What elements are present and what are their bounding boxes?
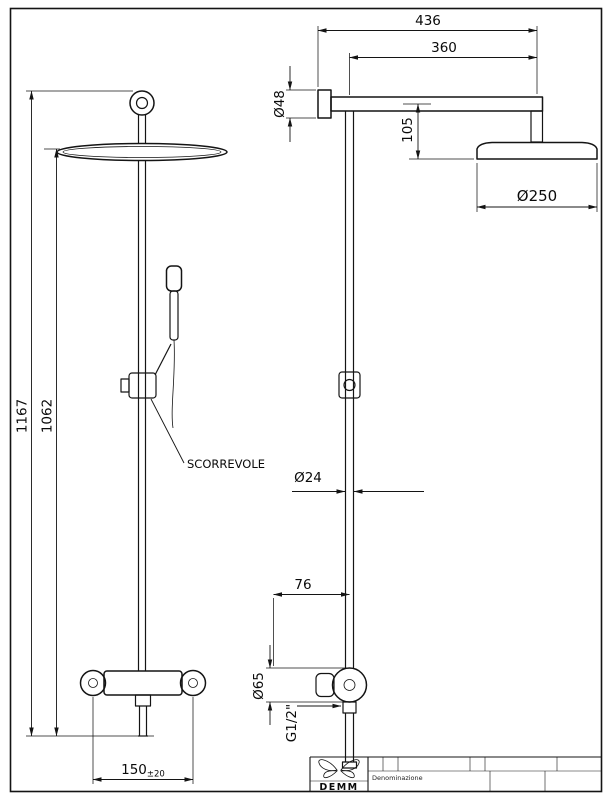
slider-bracket: [128, 372, 157, 399]
dim-valve-diameter-label: Ø65: [251, 672, 267, 700]
handset-holder-arm: [154, 343, 172, 376]
dim-overall-height-label: 1167: [15, 399, 31, 433]
dim-riser-height: 1062: [40, 148, 60, 737]
shower-head-front-rim: [62, 146, 222, 158]
top-ring-inner: [135, 96, 149, 110]
valve-handle-left-cap: [88, 678, 98, 688]
front-view: [56, 90, 228, 737]
dim-arm-reach: 360: [349, 40, 538, 95]
logo-wing: [340, 759, 360, 771]
slider-knob: [120, 378, 130, 393]
valve-body: [103, 670, 183, 696]
leader-line: [150, 398, 185, 464]
arm-elbow: [530, 110, 544, 143]
dim-head-diameter: Ø250: [476, 163, 598, 212]
handshower-hose: [171, 339, 175, 429]
valve-cap-side: [343, 679, 356, 691]
drawing-border: [9, 7, 603, 793]
shower-arm: [330, 96, 544, 112]
top-ring-outer: [129, 90, 155, 116]
slider-label: SCORREVOLE: [187, 457, 265, 471]
side-view: [315, 89, 598, 769]
valve-handle-left: [79, 669, 107, 697]
dim-inlet-spacing: 150±20: [92, 697, 194, 784]
slider-knob-side: [343, 378, 356, 392]
label-scorrevole: SCORREVOLE: [150, 398, 265, 471]
valve-outlet-stub-side: [342, 701, 357, 714]
dim-connection-thread-label: G1/2": [284, 704, 300, 742]
denomination-field-label: Denominazione: [372, 774, 423, 782]
logo-wing: [318, 759, 338, 771]
handshower-handle: [169, 290, 179, 341]
dim-riser-height-label: 1062: [40, 399, 56, 433]
dim-arm-reach-total-label: 436: [415, 13, 441, 29]
dim-connection-thread: G1/2": [284, 703, 342, 742]
dim-arm-reach-label: 360: [431, 40, 457, 56]
shower-head-side: [476, 141, 598, 160]
dim-flange-diameter: Ø48: [272, 66, 316, 142]
demm-logo-icon: [318, 759, 360, 779]
dim-head-diameter-label: Ø250: [517, 187, 557, 205]
logo-wing: [340, 770, 355, 779]
dim-overall-height: 1167: [15, 90, 154, 737]
logo-wing: [323, 770, 338, 779]
valve-body-side: [331, 667, 368, 703]
dim-head-drop-label: 105: [400, 117, 416, 143]
title-block: DEMM Denominazione: [309, 756, 602, 793]
hose-connector-end: [341, 761, 358, 769]
wall-flange: [317, 89, 332, 119]
dim-head-drop: 105: [400, 103, 474, 160]
dim-wall-offset: 76: [273, 577, 350, 666]
brand-name: DEMM: [319, 782, 358, 793]
valve-handle-side: [315, 672, 335, 698]
valve-handle-right-cap: [188, 678, 198, 688]
dim-wall-offset-label: 76: [294, 577, 311, 593]
dim-riser-diameter: Ø24: [292, 470, 424, 494]
shower-head-front: [56, 142, 228, 162]
slider-bracket-side: [338, 371, 361, 399]
dim-valve-diameter: Ø65: [251, 645, 348, 725]
dim-arm-reach-total: 436: [317, 13, 538, 94]
dim-flange-diameter-label: Ø48: [272, 90, 288, 118]
handshower-head: [165, 265, 183, 292]
dim-inlet-spacing-label: 150±20: [121, 762, 165, 780]
valve-handle-right: [179, 669, 207, 697]
valve-outlet-stub: [134, 694, 152, 707]
dim-riser-diameter-label: Ø24: [294, 470, 322, 486]
